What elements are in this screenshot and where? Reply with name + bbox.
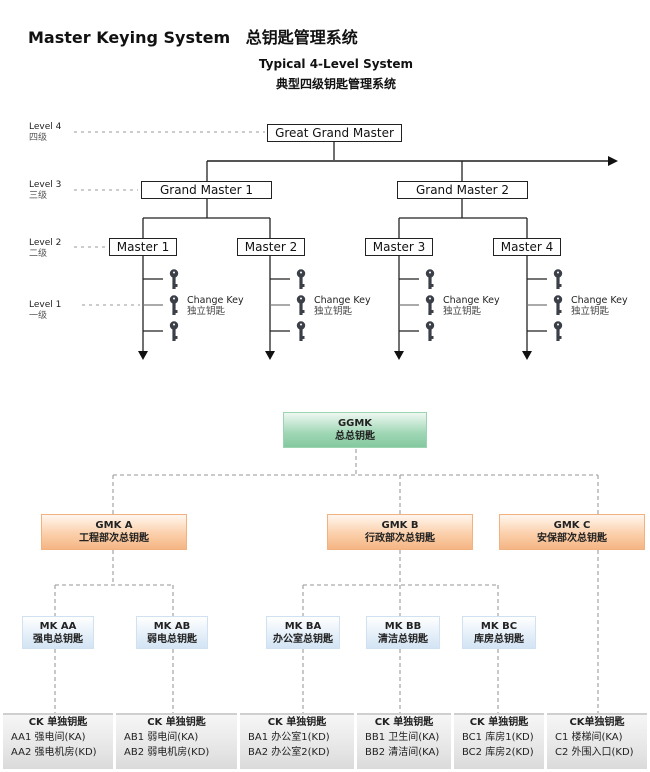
ck-ba-node: CK 单独钥匙 BA1 办公室1(KD) BA2 办公室2(KD) — [240, 713, 354, 769]
master-2-box: Master 2 — [237, 238, 305, 256]
key-icon — [425, 269, 435, 289]
grand-master-2-box: Grand Master 2 — [397, 181, 528, 199]
key-icon — [169, 295, 179, 315]
key-icon — [169, 269, 179, 289]
arrow-right-icon — [608, 156, 618, 166]
key-icon — [425, 321, 435, 341]
master-3-box: Master 3 — [365, 238, 433, 256]
ck-bc-node: CK 单独钥匙 BC1 库房1(KD) BC2 库房2(KD) — [454, 713, 544, 769]
key-icon — [425, 295, 435, 315]
mk-ab-node: MK AB 弱电总钥匙 — [136, 616, 208, 649]
subtitle-cn: 典型四级钥匙管理系统 — [275, 77, 396, 91]
gmk-c-node: GMK C 安保部次总钥匙 — [499, 514, 645, 550]
mk-bc-node: MK BC 库房总钥匙 — [462, 616, 536, 649]
key-icon — [553, 321, 563, 341]
master-stems — [138, 256, 563, 360]
mk-bb-node: MK BB 清洁总钥匙 — [366, 616, 440, 649]
arrow-down-icon — [138, 351, 148, 360]
master-1-box: Master 1 — [109, 238, 177, 256]
ck-aa-node: CK 单独钥匙 AA1 强电间(KA) AA2 强电机房(KD) — [3, 713, 113, 769]
arrow-down-icon — [394, 351, 404, 360]
arrow-down-icon — [265, 351, 275, 360]
grand-master-1-box: Grand Master 1 — [141, 181, 272, 199]
gmk-a-node: GMK A 工程部次总钥匙 — [41, 514, 187, 550]
title-cn: 总钥匙管理系统 — [245, 28, 358, 47]
key-icon — [553, 295, 563, 315]
arrow-down-icon — [522, 351, 532, 360]
key-icon — [169, 321, 179, 341]
page-title: Master Keying System 总钥匙管理系统 — [28, 24, 358, 48]
ck-bb-node: CK 单独钥匙 BB1 卫生间(KA) BB2 清洁间(KA) — [357, 713, 451, 769]
ck-ab-node: CK 单独钥匙 AB1 弱电间(KA) AB2 弱电机房(KD) — [116, 713, 237, 769]
mk-ba-node: MK BA 办公室总钥匙 — [266, 616, 340, 649]
key-icon — [296, 295, 306, 315]
master-4-box: Master 4 — [493, 238, 561, 256]
key-icon — [296, 269, 306, 289]
mk-aa-node: MK AA 强电总钥匙 — [22, 616, 94, 649]
subtitle-en: Typical 4-Level System — [258, 57, 414, 71]
great-grand-master-box: Great Grand Master — [267, 124, 402, 142]
tree-connectors — [142, 142, 610, 239]
key-icon — [553, 269, 563, 289]
level-guides — [74, 131, 265, 306]
gmk-b-node: GMK B 行政部次总钥匙 — [327, 514, 473, 550]
title-en: Master Keying System — [28, 28, 231, 47]
ggmk-node: GGMK 总总钥匙 — [283, 412, 427, 448]
ck-c-node: CK单独钥匙 C1 楼梯间(KA) C2 外围入口(KD) — [547, 713, 647, 769]
key-icon — [296, 321, 306, 341]
